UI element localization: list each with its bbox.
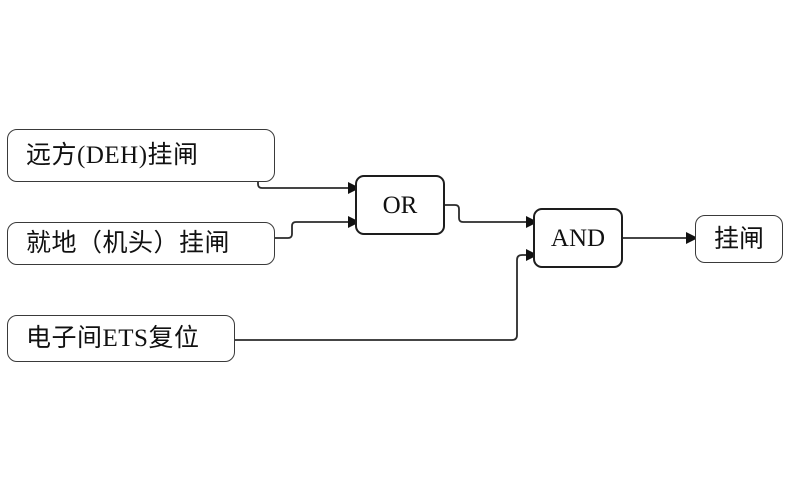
input-box-ets-label: 电子间ETS复位 [26,325,200,352]
wire-local-to-or [275,221,348,239]
input-box-local[interactable]: 就地（机头）挂闸 [7,222,275,265]
gate-and-label: AND [550,224,606,252]
input-box-ets[interactable]: 电子间ETS复位 [7,315,235,362]
wire-ets-to-and [235,254,526,341]
output-box-result-label: 挂闸 [713,225,764,253]
input-box-local-label: 就地（机头）挂闸 [26,230,231,257]
input-box-deh[interactable]: 远方(DEH)挂闸 [7,129,275,182]
input-box-deh-label: 远方(DEH)挂闸 [26,142,199,169]
gate-or-label: OR [382,191,418,219]
gate-or[interactable]: OR [355,175,445,235]
wire-or-to-and [445,204,526,223]
gate-and[interactable]: AND [533,208,623,268]
output-box-result[interactable]: 挂闸 [695,215,783,263]
